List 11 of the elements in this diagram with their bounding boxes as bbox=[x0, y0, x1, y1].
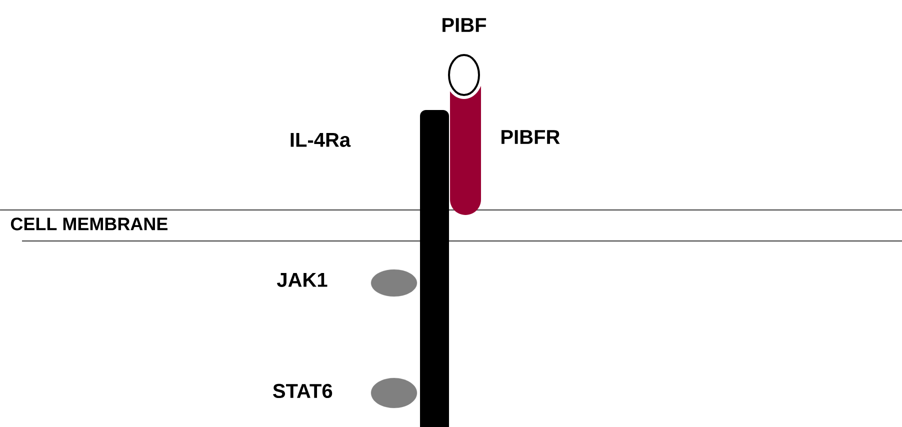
receptor-bar bbox=[420, 110, 449, 427]
protein-label: STAT6 bbox=[273, 384, 332, 398]
protein-ellipse bbox=[370, 378, 418, 408]
protein-label: JAK1 bbox=[276, 273, 328, 287]
ligand-ellipse bbox=[445, 51, 483, 99]
protein-label: PIBFR bbox=[502, 130, 560, 144]
protein-label: IL-4Ra bbox=[290, 133, 351, 147]
membrane-label: CELL MEMBRANE bbox=[10, 218, 168, 230]
receptor-bar bbox=[450, 84, 481, 215]
protein-label: PIBF bbox=[442, 18, 486, 32]
protein-ellipse bbox=[370, 269, 418, 297]
